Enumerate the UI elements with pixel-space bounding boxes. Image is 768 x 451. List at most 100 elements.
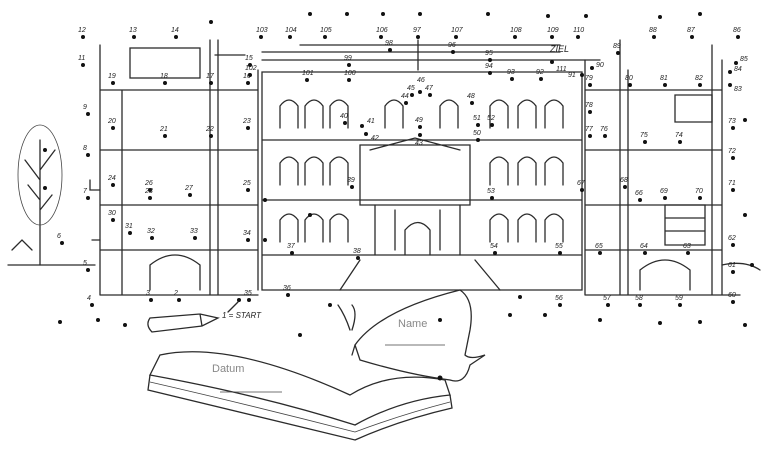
numbered-dot: 44 xyxy=(401,93,409,105)
numbered-dot: 15 xyxy=(245,55,253,67)
dot xyxy=(58,320,62,324)
dot-number: 96 xyxy=(448,42,456,49)
arched-window xyxy=(517,99,537,129)
arched-window xyxy=(517,156,537,186)
start-pointer xyxy=(227,301,239,313)
dot-number: 68 xyxy=(620,177,628,184)
dot-number: 14 xyxy=(171,27,179,34)
numbered-dot: 30 xyxy=(108,210,116,222)
dot xyxy=(584,14,588,18)
arched-window xyxy=(329,99,349,129)
dot-number: 33 xyxy=(190,228,198,235)
dot-number: 40 xyxy=(340,113,348,120)
dot-number: 37 xyxy=(287,243,296,250)
dot xyxy=(486,12,490,16)
dot-number: 16 xyxy=(243,73,251,80)
numbered-dot: 85 xyxy=(734,56,748,65)
dot xyxy=(381,12,385,16)
arched-window xyxy=(279,213,299,243)
dot-number: 65 xyxy=(595,243,603,250)
dot xyxy=(750,263,754,267)
dot-number: 66 xyxy=(635,190,643,197)
left-wing xyxy=(89,39,259,296)
dot-number: 20 xyxy=(107,118,116,125)
numbered-dot: 109 xyxy=(547,27,559,39)
numbered-dot: 28 xyxy=(144,188,153,200)
dot-number: 44 xyxy=(401,93,409,100)
numbered-dot: 97 xyxy=(413,27,422,39)
dot-number: 63 xyxy=(683,243,691,250)
dot-number: 11 xyxy=(78,55,85,62)
dot xyxy=(96,318,100,322)
dot xyxy=(658,15,662,19)
numbered-dot: 70 xyxy=(695,188,703,200)
dot-number: 61 xyxy=(728,262,736,269)
numbered-dot: 18 xyxy=(160,73,168,85)
numbered-dot: 108 xyxy=(510,27,522,39)
dot-number: 110 xyxy=(573,27,584,34)
dot-number: 58 xyxy=(635,295,643,302)
numbered-dot: 72 xyxy=(728,148,736,160)
dot-number: 47 xyxy=(425,85,434,92)
numbered-dot: 51 xyxy=(473,115,481,127)
numbered-dot: 62 xyxy=(728,235,736,247)
arched-window xyxy=(304,99,324,129)
numbered-dot: 16 xyxy=(243,73,251,85)
numbered-dot: 100 xyxy=(344,70,356,82)
numbered-dot: 7 xyxy=(83,188,90,200)
dot xyxy=(43,186,47,190)
numbered-dot: 67 xyxy=(577,180,586,192)
dot-number: 57 xyxy=(603,295,612,302)
dot-number: 35 xyxy=(244,290,252,297)
numbered-dot: 88 xyxy=(649,27,657,39)
dot xyxy=(418,12,422,16)
dot-number: 70 xyxy=(695,188,703,195)
dot-number: 15 xyxy=(245,55,253,62)
dot-number: 89 xyxy=(613,43,621,50)
numbered-dot: 34 xyxy=(243,230,251,242)
dot-number: 46 xyxy=(417,77,425,84)
dot-number: 95 xyxy=(485,50,493,57)
dot-number: 24 xyxy=(107,175,116,182)
dot-number: 79 xyxy=(585,75,593,82)
numbered-dot: 69 xyxy=(660,188,668,200)
numbered-dot: 96 xyxy=(448,42,456,54)
numbered-dot: 2 xyxy=(173,290,181,302)
numbered-dot: 65 xyxy=(595,243,603,255)
numbered-dot: 84 xyxy=(728,66,742,74)
start-dot xyxy=(237,298,241,302)
numbered-dot: 111 xyxy=(550,60,567,73)
dot-number: 18 xyxy=(160,73,168,80)
dot-number: 25 xyxy=(242,180,251,187)
numbered-dot: 80 xyxy=(625,75,633,87)
dot-number: 90 xyxy=(596,62,604,69)
dot-number: 19 xyxy=(108,73,116,80)
arched-window xyxy=(304,213,324,243)
numbered-dot: 45 xyxy=(407,85,415,97)
numbered-dot: 78 xyxy=(585,102,593,114)
numbered-dot: 106 xyxy=(376,27,388,39)
arched-window xyxy=(517,213,537,243)
dot-number: 21 xyxy=(159,126,168,133)
dot-number: 77 xyxy=(585,126,594,133)
numbered-dot: 12 xyxy=(78,27,86,39)
dot-number: 41 xyxy=(367,118,375,125)
arched-window xyxy=(489,156,509,186)
numbered-dot: 5 xyxy=(83,260,90,272)
dot xyxy=(308,12,312,16)
dot-number: 62 xyxy=(728,235,736,242)
dot-number: 49 xyxy=(415,117,423,124)
dot-number: 108 xyxy=(510,27,522,34)
numbered-dot: 14 xyxy=(171,27,179,39)
dot xyxy=(698,12,702,16)
dot-number: 4 xyxy=(87,295,91,302)
numbered-dot: 55 xyxy=(555,243,563,255)
dot-number: 78 xyxy=(585,102,593,109)
dot-number: 107 xyxy=(451,27,464,34)
arched-windows xyxy=(279,99,564,243)
numbered-dot: 93 xyxy=(507,69,515,81)
dot xyxy=(298,333,302,337)
numbered-dot: 73 xyxy=(728,118,736,130)
dot-number: 102 xyxy=(245,65,257,72)
numbered-dot: 110 xyxy=(573,27,584,39)
